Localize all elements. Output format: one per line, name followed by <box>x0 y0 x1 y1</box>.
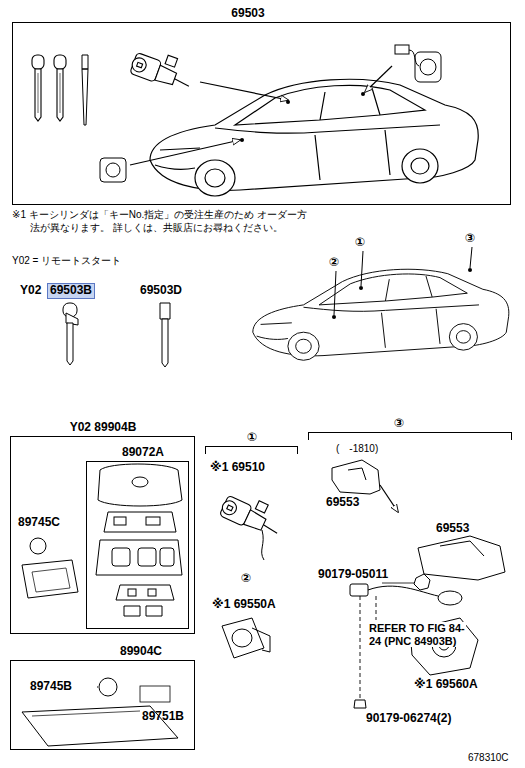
part-label: ※1 69560A <box>414 678 478 692</box>
part-label: ① <box>355 236 365 250</box>
part-label: 678310C <box>468 752 509 764</box>
group-bracket: ③ <box>308 432 512 440</box>
group-heading: 89072A <box>122 446 164 458</box>
group-box: 89072A <box>86 461 189 629</box>
note-text: ※1 キーシリンダは「キーNo.指定」の受注生産のため オーダー方法が異なります… <box>12 208 308 234</box>
part-label: ② <box>241 572 251 586</box>
group-heading: 69503 <box>231 7 264 19</box>
group-heading: ① <box>247 431 257 443</box>
part-label: ③ <box>465 232 475 246</box>
part-label: ※1 69510 <box>210 461 265 475</box>
part-label: REFER TO FIG 84-24 (PNC 84903B) <box>368 622 466 647</box>
part-label: 69553 <box>326 496 359 510</box>
group-box: Y02 89904B89072A <box>10 436 195 634</box>
part-label: 89745C <box>18 516 60 530</box>
part-label: 90179-05011 <box>318 568 388 582</box>
group-heading: 89904C <box>120 645 162 657</box>
part-label: 69503B <box>48 284 94 298</box>
part-label: 69503D <box>140 284 182 298</box>
group-heading: ③ <box>394 417 404 429</box>
group-bracket: ① <box>205 446 298 454</box>
legend-note: Y02 = リモートスタート <box>12 255 121 267</box>
part-label: Y02 <box>20 284 41 298</box>
part-label: ※1 69550A <box>212 598 276 612</box>
part-label: 90179-06274(2) <box>366 712 451 726</box>
group-box: 89904C <box>10 660 195 750</box>
part-label: 69553 <box>436 522 469 536</box>
group-heading: Y02 89904B <box>70 421 137 433</box>
part-label: 89745B <box>30 680 72 694</box>
part-label: ( -1810) <box>336 443 378 455</box>
part-label: ② <box>329 256 339 270</box>
part-label: 89751B <box>142 710 184 724</box>
group-box: 69503 <box>12 22 511 205</box>
